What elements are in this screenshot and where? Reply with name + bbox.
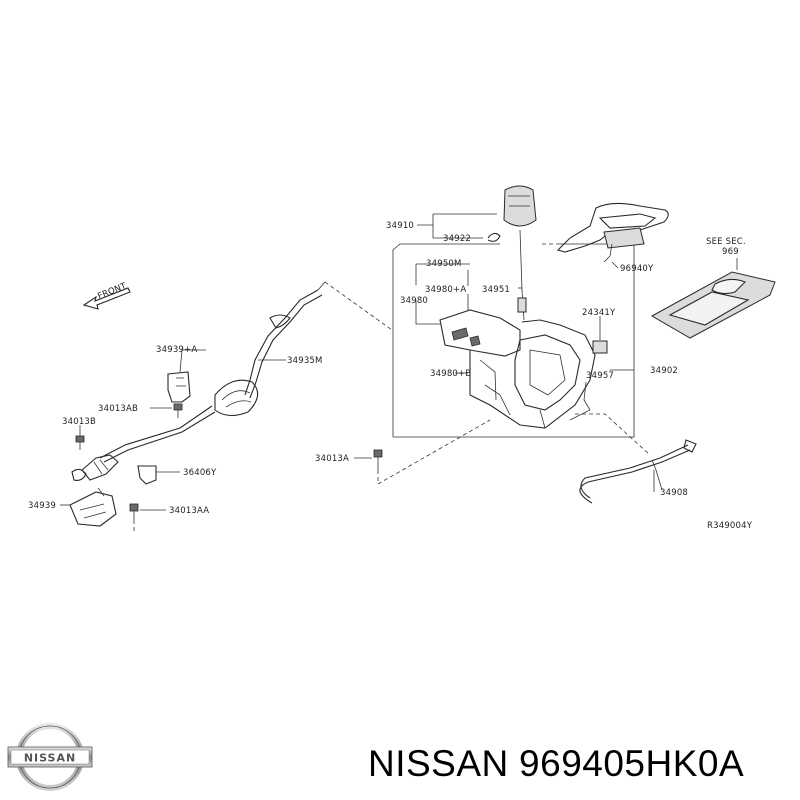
- label-34908: 34908: [660, 488, 688, 498]
- bolt-34013aa: [129, 503, 139, 534]
- shift-knob: [503, 185, 537, 291]
- shifter-frame: [392, 243, 635, 438]
- bracket-34939a: [167, 349, 206, 403]
- bracket-34939: [60, 487, 117, 527]
- bolt-34013a: [373, 419, 491, 485]
- label-36406y: 36406Y: [183, 468, 217, 478]
- part-number: 969405HK0A: [519, 743, 745, 784]
- label-34939: 34939: [28, 501, 56, 511]
- reference-code: R349004Y: [707, 521, 753, 531]
- label-34980a: 34980+A: [425, 285, 466, 295]
- indicator-panel-96940y: [556, 202, 669, 263]
- label-34922: 34922: [443, 234, 471, 244]
- label-34013a: 34013A: [315, 454, 349, 464]
- see-sec-label-2: 969: [722, 247, 739, 257]
- shift-cable-34935m: [71, 281, 393, 481]
- label-34013aa: 34013AA: [169, 506, 209, 516]
- front-arrow: FRONT: [82, 281, 131, 310]
- label-96940y: 96940Y: [620, 264, 654, 274]
- label-34902: 34902: [650, 366, 678, 376]
- connector-24341y: [592, 340, 608, 354]
- label-34935m: 34935M: [287, 356, 323, 366]
- label-34957: 34957: [586, 371, 614, 381]
- bolt-34013b: [75, 425, 85, 450]
- label-34939a: 34939+A: [156, 345, 197, 355]
- label-34980b: 34980+B: [430, 369, 471, 379]
- label-24341y: 24341Y: [582, 308, 616, 318]
- clip-36406y: [137, 465, 157, 485]
- clip-34922: [487, 232, 501, 242]
- finisher-969: [650, 258, 776, 339]
- label-34910: 34910: [386, 221, 414, 231]
- brand-name: NISSAN: [368, 743, 509, 784]
- bolt-34013ab: [173, 403, 183, 418]
- nissan-logo: NISSAN: [7, 723, 93, 791]
- label-34951: 34951: [482, 285, 510, 295]
- label-34950m: 34950M: [426, 259, 462, 269]
- part-title: NISSAN 969405HK0A: [368, 738, 793, 790]
- harness-34908: [575, 413, 697, 504]
- see-sec-label-1: SEE SEC.: [706, 237, 746, 247]
- label-34013ab: 34013AB: [98, 404, 138, 414]
- label-34013b: 34013B: [62, 417, 96, 427]
- logo-text: NISSAN: [24, 752, 76, 765]
- label-34980: 34980: [400, 296, 428, 306]
- shifter-assembly: [439, 289, 608, 429]
